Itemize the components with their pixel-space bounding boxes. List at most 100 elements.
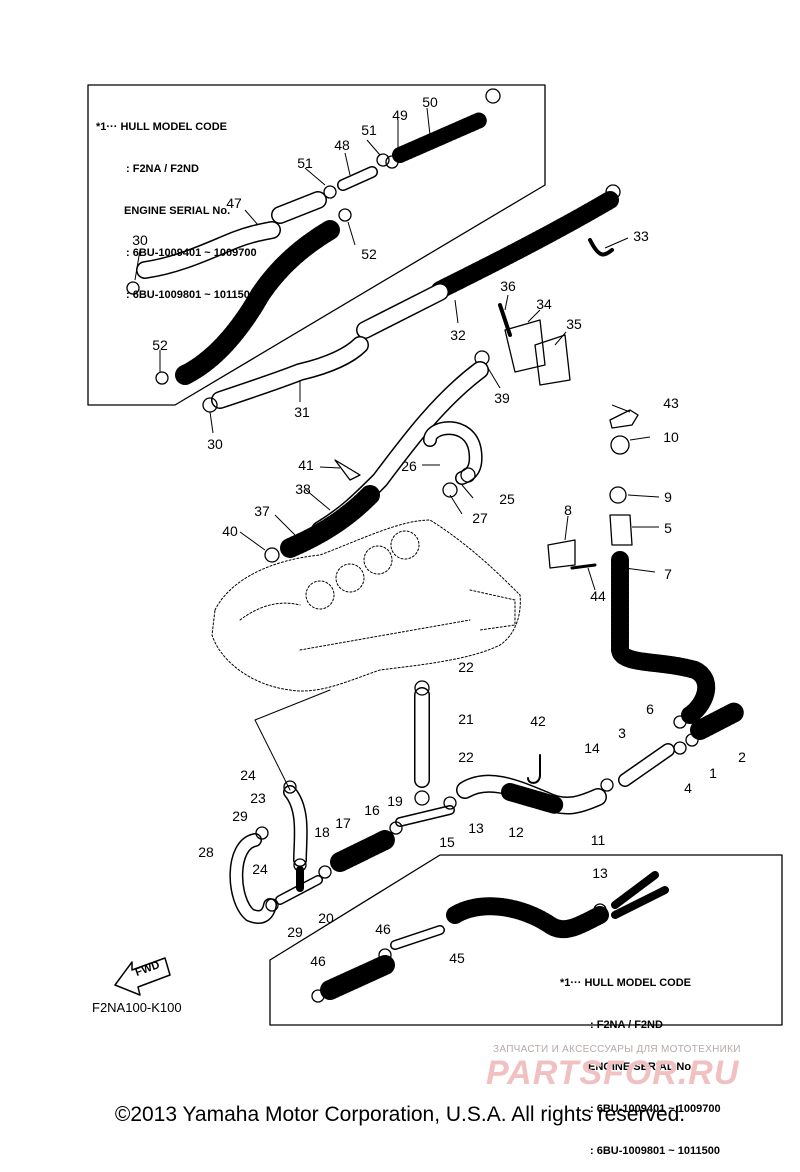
callout-51a: 51 <box>297 155 313 171</box>
clamp-29b <box>265 898 279 912</box>
clamp-46b <box>311 989 325 1003</box>
fwd-arrow-icon <box>114 957 171 996</box>
joint-13-bottom <box>611 871 669 919</box>
filter-46 <box>320 955 395 1000</box>
hull-note-top: *1··· HULL MODEL CODE : F2NA / F2ND ENGI… <box>96 92 257 316</box>
clamp-22b <box>414 790 430 806</box>
callout-25: 25 <box>499 491 515 507</box>
clamp-14 <box>600 778 614 792</box>
watermark-tagline: ЗАПЧАСТИ И АКСЕССУАРЫ ДЛЯ МОТОТЕХНИКИ <box>493 1044 741 1055</box>
clamp-9 <box>609 486 627 504</box>
callout-24a: 24 <box>240 767 256 783</box>
callout-37: 37 <box>254 503 270 519</box>
callout-41: 41 <box>298 457 314 473</box>
hull-note-top-line3: ENGINE SERIAL No. <box>124 205 231 217</box>
clamp-1 <box>685 733 699 747</box>
callout-44: 44 <box>590 588 606 604</box>
callout-35: 35 <box>566 316 582 332</box>
clamp-24b <box>293 858 307 872</box>
hose-2 <box>690 702 745 740</box>
callout-24b: 24 <box>252 861 268 877</box>
hose-corrugated-top <box>175 220 340 385</box>
callout-13b: 13 <box>592 865 608 881</box>
callout-46b: 46 <box>310 953 326 969</box>
pin-44 <box>570 563 597 570</box>
callout-5: 5 <box>664 520 672 536</box>
plate-35 <box>534 334 571 386</box>
callout-19: 19 <box>387 793 403 809</box>
callout-12: 12 <box>508 824 524 840</box>
callout-39: 39 <box>494 390 510 406</box>
callout-23: 23 <box>250 790 266 806</box>
callout-32: 32 <box>450 327 466 343</box>
callout-22a: 22 <box>458 659 474 675</box>
callout-43: 43 <box>663 395 679 411</box>
callout-52b: 52 <box>152 337 168 353</box>
callout-30b: 30 <box>207 436 223 452</box>
clamp-19 <box>389 821 403 835</box>
callout-15: 15 <box>439 834 455 850</box>
filter-16-17 <box>330 830 395 872</box>
engine-block <box>211 519 521 692</box>
callout-45: 45 <box>449 950 465 966</box>
clamp-25 <box>460 467 476 483</box>
hull-note-bottom-line4: : 6BU-1009401 ~ 1009700 <box>590 1103 721 1115</box>
hull-note-bottom-line1: *1··· HULL MODEL CODE <box>560 977 691 989</box>
callout-1: 1 <box>709 765 717 781</box>
callout-16: 16 <box>364 802 380 818</box>
callout-50: 50 <box>422 94 438 110</box>
callout-29a: 29 <box>232 808 248 824</box>
copyright-notice: ©2013 Yamaha Motor Corporation, U.S.A. A… <box>114 1103 686 1126</box>
hose-37-corrugated <box>280 485 380 558</box>
clamp-52a <box>338 208 352 222</box>
callout-4: 4 <box>684 780 692 796</box>
clamp-13a <box>443 796 457 810</box>
clamp-52b <box>155 371 169 385</box>
callout-11: 11 <box>590 832 606 848</box>
clamp-27 <box>442 482 458 498</box>
hose-45-corrugated <box>446 897 609 939</box>
hull-note-top-line5: : 6BU-1009801 ~ 1011500 <box>126 289 256 301</box>
nut-10 <box>610 435 630 455</box>
callout-10: 10 <box>663 429 679 445</box>
variant-frame-top <box>87 84 546 406</box>
callout-46a: 46 <box>375 921 391 937</box>
callout-47: 47 <box>226 195 242 211</box>
hose-7 <box>611 551 716 724</box>
clamp-29a <box>255 826 269 840</box>
callout-6: 6 <box>646 701 654 717</box>
callout-48: 48 <box>334 137 350 153</box>
clamp-13b <box>593 903 607 917</box>
bolt-36 <box>498 303 512 337</box>
callout-36: 36 <box>500 278 516 294</box>
callout-30a: 30 <box>132 232 148 248</box>
callout-31: 31 <box>294 404 310 420</box>
callout-18: 18 <box>314 824 330 840</box>
hull-note-top-line4: : 6BU-1009401 ~ 1009700 <box>126 247 257 259</box>
callout-3: 3 <box>618 725 626 741</box>
callout-leaders <box>134 107 660 591</box>
clamp-46a <box>378 948 392 962</box>
clamp-24a <box>283 780 297 794</box>
callout-22b: 22 <box>458 749 474 765</box>
callout-52a: 52 <box>361 246 377 262</box>
clamp-51b <box>376 153 390 167</box>
callout-51b: 51 <box>361 122 377 138</box>
clamp-50-end <box>485 88 501 104</box>
callout-34: 34 <box>536 296 552 312</box>
callout-49: 49 <box>392 107 408 123</box>
hose-12-corrugated <box>501 783 564 814</box>
hull-note-bottom-line3: ENGINE SERIAL No. <box>588 1061 695 1073</box>
callout-9: 9 <box>664 489 672 505</box>
callout-29b: 29 <box>287 924 303 940</box>
hook-42 <box>527 754 541 784</box>
clamp-40 <box>264 547 280 563</box>
diagram-code: F2NA100-K100 <box>92 1000 182 1015</box>
clip-33 <box>588 238 614 257</box>
callout-27: 27 <box>472 510 488 526</box>
callout-21: 21 <box>458 711 474 727</box>
hull-note-top-line2: : F2NA / F2ND <box>126 163 199 175</box>
clamp-30a <box>126 281 140 295</box>
clamp-22a <box>414 680 430 696</box>
hose-32-corrugated <box>431 191 619 299</box>
